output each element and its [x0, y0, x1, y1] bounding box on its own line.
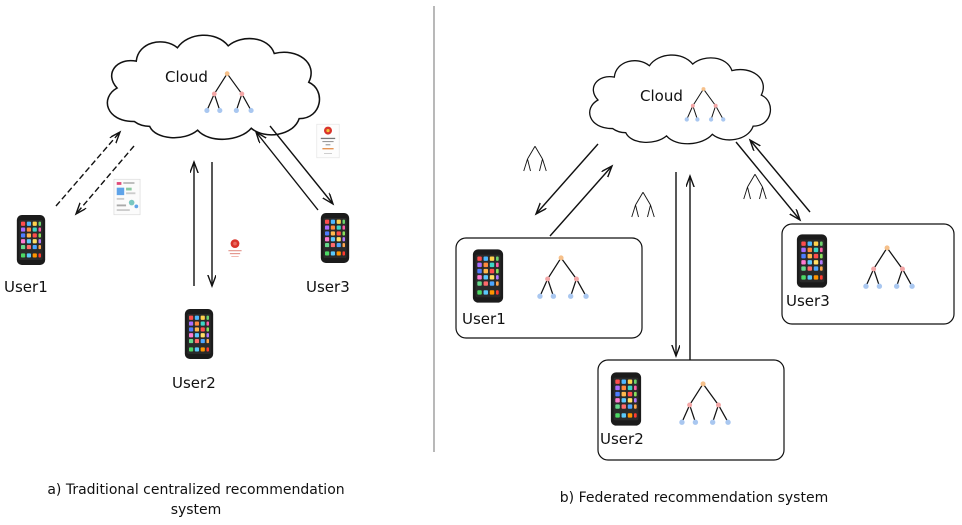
right-user1-device: User1	[455, 237, 643, 339]
right-cloud-label: Cloud	[640, 87, 683, 105]
right-user3-label: User3	[786, 292, 830, 310]
right-user2-label: User2	[600, 430, 644, 448]
arrow-user3-to-cloud	[256, 132, 319, 211]
smartphone-icon	[320, 213, 350, 263]
right-panel: Cloud User1 User2	[455, 54, 955, 506]
left-user2: User2	[172, 309, 216, 392]
arrow-cloud-to-user1	[536, 143, 599, 214]
right-cloud: Cloud	[589, 54, 772, 145]
right-user1-label: User1	[462, 310, 506, 328]
model-update-tree-icon	[523, 145, 547, 172]
arrow-cloud-to-user3	[269, 125, 333, 204]
left-user1-label: User1	[4, 278, 48, 296]
smartphone-icon	[610, 372, 642, 426]
arrow-user1-to-cloud	[549, 166, 612, 237]
left-user1: User1	[4, 215, 48, 296]
right-arrows	[536, 140, 811, 362]
model-update-tree-icon	[631, 191, 655, 218]
arrow-cloud-to-user1	[76, 145, 135, 214]
model-update-tree-icon	[743, 173, 767, 200]
left-cloud: Cloud	[106, 34, 321, 141]
left-user3-label: User3	[306, 278, 350, 296]
arrow-user1-to-cloud	[55, 132, 120, 207]
smartphone-icon	[184, 309, 214, 359]
smartphone-icon	[796, 234, 828, 288]
arrow-cloud-to-user3	[735, 141, 800, 220]
right-caption: b) Federated recommendation system	[560, 490, 828, 506]
left-arrows	[55, 125, 333, 286]
left-panel: Cloud User1 User2 User3 a) Tr	[4, 34, 350, 518]
left-user3: User3	[306, 213, 350, 296]
smartphone-icon	[16, 215, 46, 265]
left-caption-line2: system	[171, 502, 222, 518]
data-document-icon	[113, 178, 141, 216]
arrow-user3-to-cloud	[750, 140, 811, 213]
left-caption-line1: a) Traditional centralized recommendatio…	[47, 482, 344, 498]
right-user2-device: User2	[597, 359, 785, 461]
right-user3-device: User3	[781, 223, 955, 325]
data-stamp-icon	[228, 239, 242, 257]
cloud-icon	[106, 34, 321, 141]
smartphone-icon	[472, 249, 504, 303]
left-cloud-label: Cloud	[165, 68, 208, 86]
data-certificate-icon	[316, 123, 340, 159]
left-user2-label: User2	[172, 374, 216, 392]
